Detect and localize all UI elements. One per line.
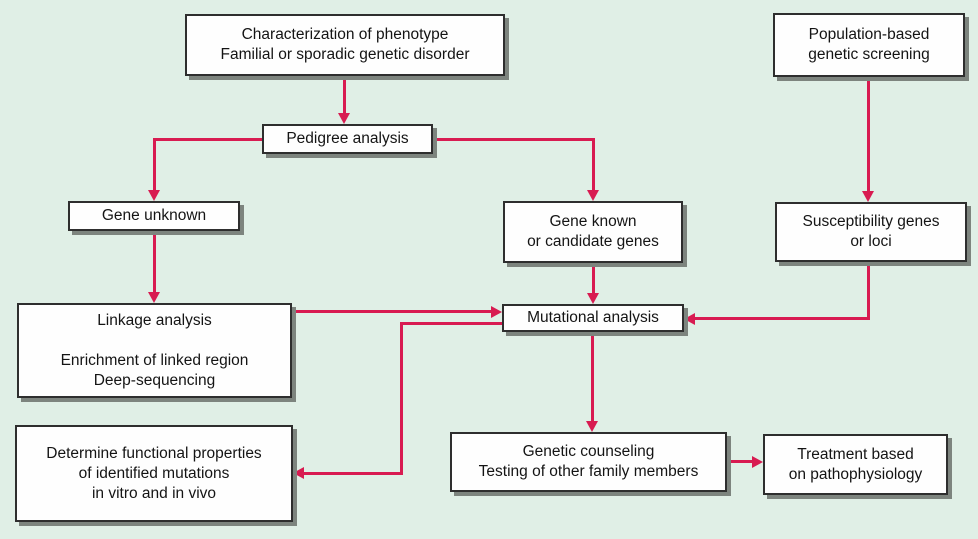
node-label: of identified mutations	[78, 464, 230, 482]
edge-segment	[727, 460, 753, 463]
node-label: genetic screening	[808, 46, 930, 63]
node-gene-known-or-candidate-genes: Gene known or candidate genes	[503, 201, 683, 263]
edge-segment	[343, 76, 346, 113]
edge-segment	[153, 231, 156, 292]
edge-segment	[292, 310, 491, 313]
edge-segment	[867, 77, 870, 191]
arrowhead	[586, 421, 598, 432]
node-label: Pedigree analysis	[286, 130, 409, 147]
arrowhead	[148, 292, 160, 303]
node-determine-functional-properties: Determine functional properties of ident…	[15, 425, 293, 522]
node-label: Enrichment of linked region	[60, 351, 249, 369]
node-label: Gene unknown	[101, 207, 207, 224]
edge-segment	[695, 317, 870, 320]
node-label: Population-based	[808, 26, 930, 43]
edge-segment	[400, 322, 403, 475]
node-mutational-analysis: Mutational analysis	[502, 304, 684, 332]
arrowhead	[293, 467, 304, 479]
node-genetic-counseling: Genetic counseling Testing of other fami…	[450, 432, 727, 492]
node-label: or loci	[850, 233, 892, 250]
node-pedigree-analysis: Pedigree analysis	[262, 124, 433, 154]
node-label: Genetic counseling	[522, 443, 655, 460]
node-label: Deep-sequencing	[93, 371, 216, 389]
edge-segment	[867, 262, 870, 320]
arrowhead	[684, 313, 695, 325]
edge-segment	[153, 138, 262, 141]
edge-segment	[591, 332, 594, 421]
arrowhead	[862, 191, 874, 202]
node-label: Characterization of phenotype	[241, 26, 449, 43]
node-characterization-of-phenotype: Characterization of phenotype Familial o…	[185, 14, 505, 76]
node-label: Determine functional properties	[46, 444, 262, 462]
node-treatment-based-on-pathophysiology: Treatment based on pathophysiology	[763, 434, 948, 495]
node-label: Familial or sporadic genetic disorder	[220, 46, 470, 63]
node-label: Linkage analysis	[97, 311, 212, 329]
arrowhead	[587, 190, 599, 201]
node-label: Treatment based	[797, 445, 914, 463]
node-label: on pathophysiology	[788, 465, 923, 483]
edge-segment	[153, 138, 156, 190]
arrowhead	[752, 456, 763, 468]
node-label: in vitro and in vivo	[91, 484, 217, 502]
node-population-based-genetic-screening: Population-based genetic screening	[773, 13, 965, 77]
edge-segment	[304, 472, 403, 475]
node-label: or candidate genes	[527, 233, 659, 250]
arrowhead	[148, 190, 160, 201]
node-label: Susceptibility genes	[802, 213, 940, 230]
edge-segment	[400, 322, 502, 325]
edge-segment	[433, 138, 595, 141]
arrowhead	[587, 293, 599, 304]
node-linkage-analysis: Linkage analysis Enrichment of linked re…	[17, 303, 292, 398]
node-label: Mutational analysis	[527, 309, 659, 326]
node-gene-unknown: Gene unknown	[68, 201, 240, 231]
edge-segment	[592, 138, 595, 190]
arrowhead	[338, 113, 350, 124]
node-label: Testing of other family members	[478, 463, 699, 480]
node-susceptibility-genes-or-loci: Susceptibility genes or loci	[775, 202, 967, 262]
arrowhead	[491, 306, 502, 318]
node-label: Gene known	[549, 213, 637, 230]
edge-segment	[592, 263, 595, 293]
